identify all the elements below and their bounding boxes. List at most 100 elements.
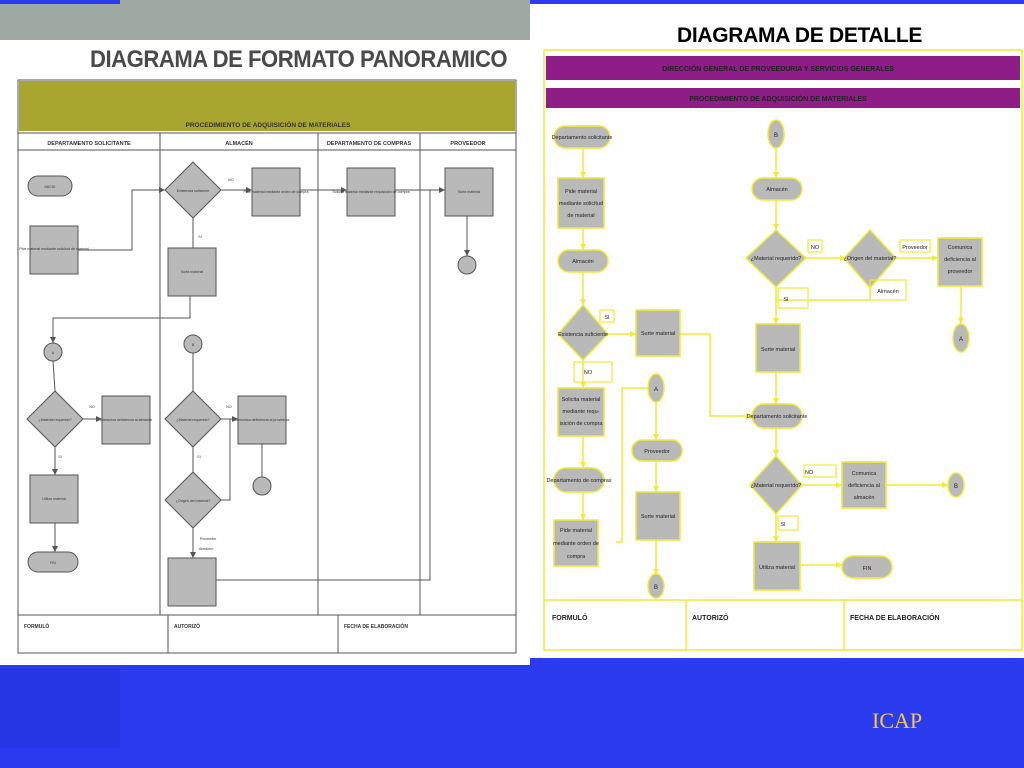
lp-surte-text: Surte material xyxy=(181,270,204,274)
rp-dep-compras xyxy=(553,467,605,493)
rp-comunica-alm-text-2: deficiencia al xyxy=(848,483,880,489)
left-panel xyxy=(0,40,530,665)
lp-utiliza xyxy=(29,474,79,524)
lp-almacen-text: Almacén xyxy=(199,547,213,551)
lp-existencia-text: Existencia suficiente xyxy=(177,189,210,193)
left-frame xyxy=(17,79,517,654)
rp-dep-compras-text: Departamento de compras xyxy=(546,478,611,484)
left-col-2: ALMACÉN xyxy=(225,139,253,147)
lp-matreq-text: ¿Material requerido? xyxy=(38,418,71,422)
rp-proveedor1 xyxy=(631,439,683,462)
rp-solicita xyxy=(557,387,605,437)
lp-box-alm3 xyxy=(167,557,217,607)
lp-surte xyxy=(167,247,217,297)
rp-solicita-text-2: mediante requ- xyxy=(563,409,600,415)
rp-surte1 xyxy=(635,309,681,357)
rp-proveedor1-text: Proveedor xyxy=(644,449,670,455)
right-title: DIAGRAMA DE DETALLE xyxy=(677,24,923,47)
rp-pide-text-2: mediante solicitud xyxy=(559,201,603,207)
rp-conn-b2 xyxy=(947,472,965,498)
rp-dep-sol-text: Departamento solicitante xyxy=(552,135,613,141)
rp-comunica-prov-text-3: proveedor xyxy=(948,269,973,275)
lp-no3-text: NO xyxy=(226,405,232,409)
rp-b-top-text: B xyxy=(774,133,778,139)
lp-footer-1: FORMULÓ xyxy=(24,622,49,630)
lp-no2-text: NO xyxy=(89,405,95,409)
rp-comunica-alm-text-3: almacén xyxy=(854,495,875,501)
rp-header2 xyxy=(546,88,1020,108)
lp-si1-text: SI xyxy=(198,235,201,239)
corner-square xyxy=(0,668,120,748)
lp-box-prov xyxy=(444,167,494,217)
icap-logo-text: ICAP xyxy=(872,708,923,733)
lp-proveedor-text: Proveedor xyxy=(200,537,217,541)
left-col-3: DEPARTAMENTO DE COMPRAS xyxy=(327,141,412,147)
rp-almacen2 xyxy=(751,177,803,201)
lp-pide-text: Pide material mediante solicitud de mate… xyxy=(19,247,89,251)
rp-comunica-prov xyxy=(937,237,983,287)
left-col-4: PROVEEDOR xyxy=(450,141,485,147)
rp-pide xyxy=(557,177,605,229)
rp-a2-text: A xyxy=(959,337,963,343)
lp-fin xyxy=(27,551,79,573)
lp-origen-text: ¿Origen del material? xyxy=(176,499,211,503)
rp-mat-req2-text: ¿Material requerido? xyxy=(751,483,802,489)
rp-almacen1 xyxy=(557,249,609,273)
rp-utiliza-text: Utiliza material xyxy=(759,565,795,571)
rp-pide-orden-text-3: compra xyxy=(567,554,586,560)
rp-pide-orden-text-2: mediante orden de xyxy=(553,541,599,547)
rp-b2-text: B xyxy=(954,484,958,490)
lp-box-comp xyxy=(346,167,396,217)
rp-pide-text-1: Pide material xyxy=(565,189,597,195)
lp-no1-text: NO xyxy=(228,178,234,182)
lp-surte-prov-text: Surte material xyxy=(458,190,481,194)
rp-footer-1: FORMULÓ xyxy=(552,613,588,622)
rp-si1-text: SI xyxy=(604,315,610,321)
rp-conn-a1 xyxy=(647,373,665,403)
rp-mat-req2 xyxy=(748,454,804,516)
rp-si3-text: SI xyxy=(780,522,786,528)
rp-dep-sol xyxy=(553,125,611,149)
lp-fin-text: FIN xyxy=(50,561,56,565)
lp-si2-text: SI xyxy=(58,455,61,459)
rp-conn-b-top xyxy=(767,119,785,149)
left-title: DIAGRAMA DE FORMATO PANORAMICO xyxy=(90,46,508,73)
lp-comunica-prov-text: Comunica deficiencia al proveedor xyxy=(234,418,290,422)
lp-inicio xyxy=(27,175,73,197)
top-accent-strip xyxy=(0,0,120,4)
rp-existencia-text: Existencia suficiente xyxy=(558,332,608,338)
rp-pide-orden-text-1: Pide material xyxy=(560,528,592,534)
rp-dep-sol2 xyxy=(751,403,803,429)
rp-solicita-text-3: isición de compra xyxy=(560,421,604,427)
detail-diagram: DIRECCIÓN GENERAL DE PROVEEDURIA Y SERVI… xyxy=(543,49,1023,651)
lp-box-alm1 xyxy=(251,167,301,217)
rp-footer-3: FECHA DE ELABORACIÓN xyxy=(850,613,940,622)
rp-surte2 xyxy=(755,323,801,373)
lp-pide-orden-text: Pide material mediante orden de compra xyxy=(244,190,309,194)
rp-mat-req1 xyxy=(744,228,808,289)
rp-surte1-text: Surte material xyxy=(641,331,675,337)
rp-header2-text: PROCEDIMIENTO DE ADQUISICIÓN DE MATERIAL… xyxy=(689,94,867,103)
rp-fin-text: FIN xyxy=(863,566,872,572)
rp-comunica-alm xyxy=(841,461,887,509)
rp-surte-prov xyxy=(635,491,681,541)
lp-footer-2: AUTORIZÓ xyxy=(174,622,200,630)
rp-surte2-text: Surte material xyxy=(761,347,795,353)
rp-pide-orden xyxy=(553,519,599,567)
lp-box-alm2 xyxy=(237,395,287,445)
lp-matreq2-text: ¿Material requerido? xyxy=(176,418,209,422)
panoramic-diagram: PROCEDIMIENTO DE ADQUISICIÓN DE MATERIAL… xyxy=(17,79,517,654)
lp-comunica-text: Comunica deficiencia al almacén xyxy=(100,418,153,422)
rp-no1-text: NO xyxy=(584,370,593,376)
rp-dep-sol2-text: Departamento solicitante xyxy=(747,414,808,420)
lp-solicita-text: Solicita material mediante requisición d… xyxy=(332,190,409,194)
left-band xyxy=(19,81,515,131)
rp-comunica-prov-text-2: deficiencia al xyxy=(944,257,976,263)
rp-comunica-alm-text-1: Comunica xyxy=(852,471,878,477)
left-col-1: DEPARTAMENTO SOLICITANTE xyxy=(47,141,131,147)
rp-utiliza xyxy=(753,541,801,591)
rp-solicita-text-1: Solicita material xyxy=(562,397,601,403)
rp-almacen2-text: Almacén xyxy=(766,187,787,193)
rp-no2-text: NO xyxy=(811,245,820,251)
left-band-text: PROCEDIMIENTO DE ADQUISICIÓN DE MATERIAL… xyxy=(186,120,352,129)
